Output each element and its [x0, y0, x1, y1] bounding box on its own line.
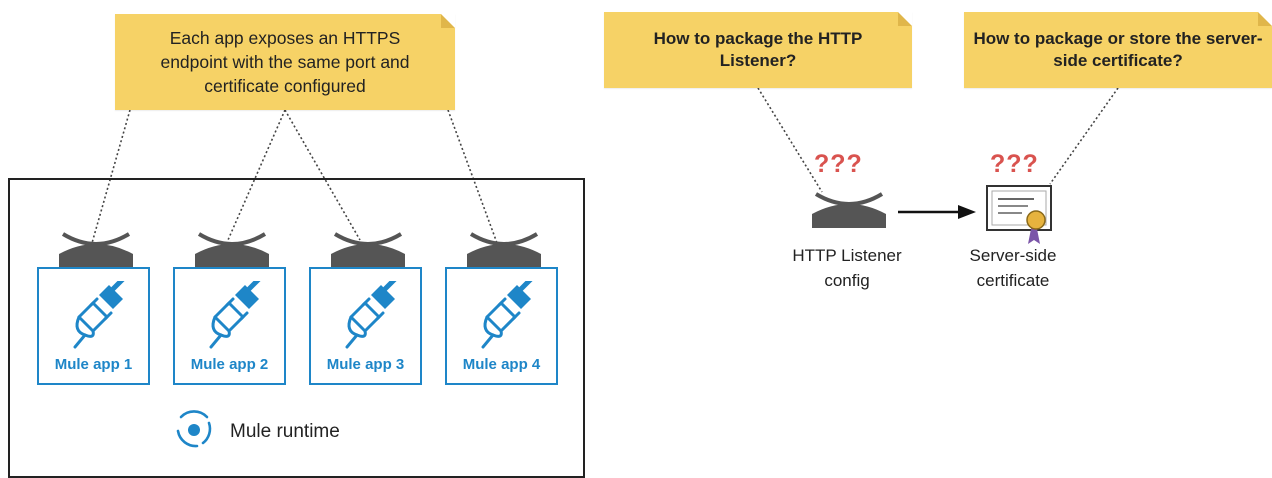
mule-app-1: Mule app 1 — [37, 267, 150, 385]
http-listener-icon — [195, 232, 269, 268]
certificate-caption: Server-side certificate — [969, 246, 1057, 290]
note-package-certificate-text: How to package or store the server-side … — [973, 29, 1263, 70]
plug-icon — [209, 281, 261, 349]
mule-app-label: Mule app 2 — [190, 356, 269, 373]
mule-runtime-label: Mule runtime — [230, 421, 340, 442]
certificate-icon — [986, 185, 1052, 244]
note-shared-endpoint: Each app exposes an HTTPS endpoint with … — [115, 14, 455, 110]
connector-layer — [91, 87, 1119, 244]
note-package-listener: How to package the HTTP Listener? — [604, 12, 912, 88]
note-package-listener-text: How to package the HTTP Listener? — [653, 29, 863, 70]
plug-icon — [73, 281, 125, 349]
mule-app-2: Mule app 2 — [173, 267, 286, 385]
http-listener-icon — [331, 232, 405, 268]
listener-caption: HTTP Listener config — [792, 246, 902, 290]
note-package-certificate: How to package or store the server-side … — [964, 12, 1272, 88]
connector-note-app2 — [227, 109, 286, 241]
listener-unknown-marker: ??? — [814, 150, 863, 178]
mule-app-label: Mule app 3 — [326, 356, 405, 373]
plug-icon — [345, 281, 397, 349]
connector-note-listener — [757, 87, 823, 193]
http-listener-icon — [467, 232, 541, 268]
http-listener-icon — [59, 232, 133, 268]
mule-app-3: Mule app 3 — [309, 267, 422, 385]
note-shared-endpoint-text: Each app exposes an HTTPS endpoint with … — [160, 28, 410, 96]
mule-app-label: Mule app 4 — [462, 356, 541, 373]
certificate-unknown-marker: ??? — [990, 150, 1039, 178]
http-listener-icon — [812, 192, 886, 228]
connector-note-certificate — [1049, 87, 1119, 185]
mule-app-4: Mule app 4 — [445, 267, 558, 385]
plug-icon — [481, 281, 533, 349]
mule-app-label: Mule app 1 — [54, 356, 133, 373]
mule-runtime-icon — [176, 410, 212, 448]
connector-note-app4 — [447, 109, 498, 244]
connector-note-app1 — [91, 109, 131, 244]
arrow-listener-to-certificate — [898, 205, 976, 219]
